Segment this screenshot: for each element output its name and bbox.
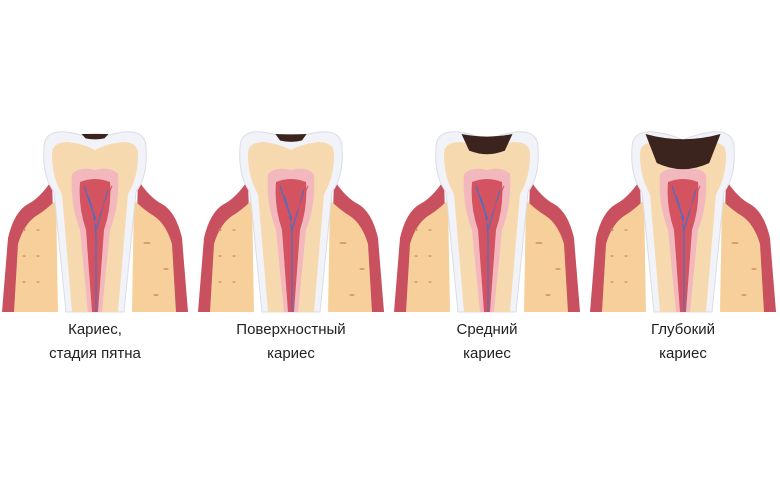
- bone-pore: [22, 255, 26, 257]
- bone-pore: [22, 281, 26, 283]
- caries-lesion: [461, 134, 513, 155]
- caption-line-2: стадия пятна: [49, 345, 141, 362]
- bone-pore: [535, 242, 539, 244]
- bone-pore: [218, 229, 222, 231]
- caries-lesion: [645, 134, 721, 170]
- bone-pore: [143, 242, 147, 244]
- caption-line-2: кариес: [267, 345, 315, 362]
- bone-pore: [610, 229, 614, 231]
- caption-line-1: Поверхностный: [236, 321, 346, 338]
- bone-pore: [36, 255, 40, 257]
- caption-line-2: кариес: [659, 345, 707, 362]
- tooth-illustration: [198, 131, 384, 313]
- bone-pore: [359, 268, 363, 270]
- pulp-core: [667, 179, 699, 312]
- stage-spot-caries: Кариес, стадия пятна: [0, 120, 190, 362]
- bone-pore: [36, 229, 40, 231]
- pulp-core: [471, 179, 503, 312]
- stage-caption: Кариес, стадия пятна: [0, 318, 190, 366]
- bone-pore: [414, 255, 418, 257]
- caption-line-2: кариес: [463, 345, 511, 362]
- blood-vessel-lines: [671, 185, 701, 312]
- alveolar-bone: [602, 200, 764, 312]
- bone-pore: [751, 268, 755, 270]
- bone-pore: [428, 281, 432, 283]
- caries-lesion: [275, 134, 307, 142]
- blood-vessel-lines: [83, 185, 113, 312]
- stage-medium-caries: Средний кариес: [392, 120, 582, 362]
- stage-superficial-caries: Поверхностный кариес: [196, 120, 386, 362]
- bone-pore: [428, 255, 432, 257]
- nerve-lines: [83, 185, 109, 312]
- bone-pore: [555, 268, 559, 270]
- alveolar-bone: [406, 200, 568, 312]
- bone-pore: [232, 255, 236, 257]
- bone-pore: [545, 294, 549, 296]
- bone-pore: [22, 229, 26, 231]
- tooth-illustration: [2, 131, 188, 313]
- alveolar-bone: [14, 200, 176, 312]
- bone-pore: [232, 229, 236, 231]
- tooth-illustration: [394, 131, 580, 313]
- nerve-lines: [475, 185, 501, 312]
- bone-pore: [428, 229, 432, 231]
- bone-pore: [218, 255, 222, 257]
- blood-vessel-lines: [279, 185, 309, 312]
- pulp-core: [275, 179, 307, 312]
- nerve-lines: [279, 185, 305, 312]
- bone-pore: [624, 281, 628, 283]
- bone-pore: [610, 255, 614, 257]
- bone-pore: [414, 281, 418, 283]
- bone-pore: [349, 294, 353, 296]
- stage-caption: Глубокий кариес: [588, 318, 778, 366]
- stage-caption: Поверхностный кариес: [196, 318, 386, 366]
- bone-pore: [232, 281, 236, 283]
- bone-pore: [163, 268, 167, 270]
- stage-caption: Средний кариес: [392, 318, 582, 366]
- bone-pore: [153, 294, 157, 296]
- stage-deep-caries: Глубокий кариес: [588, 120, 778, 362]
- bone-pore: [218, 281, 222, 283]
- bone-pore: [741, 294, 745, 296]
- pulp-core: [79, 179, 111, 312]
- bone-pore: [36, 281, 40, 283]
- bone-pore: [731, 242, 735, 244]
- caption-line-1: Глубокий: [651, 321, 715, 338]
- tooth-illustration: [590, 131, 776, 313]
- nerve-lines: [671, 185, 697, 312]
- caption-line-1: Кариес,: [68, 321, 122, 338]
- bone-pore: [414, 229, 418, 231]
- bone-pore: [624, 229, 628, 231]
- caries-lesion: [81, 133, 109, 140]
- blood-vessel-lines: [475, 185, 505, 312]
- caption-line-1: Средний: [456, 321, 518, 338]
- bone-pore: [624, 255, 628, 257]
- bone-pore: [339, 242, 343, 244]
- bone-pore: [610, 281, 614, 283]
- alveolar-bone: [210, 200, 372, 312]
